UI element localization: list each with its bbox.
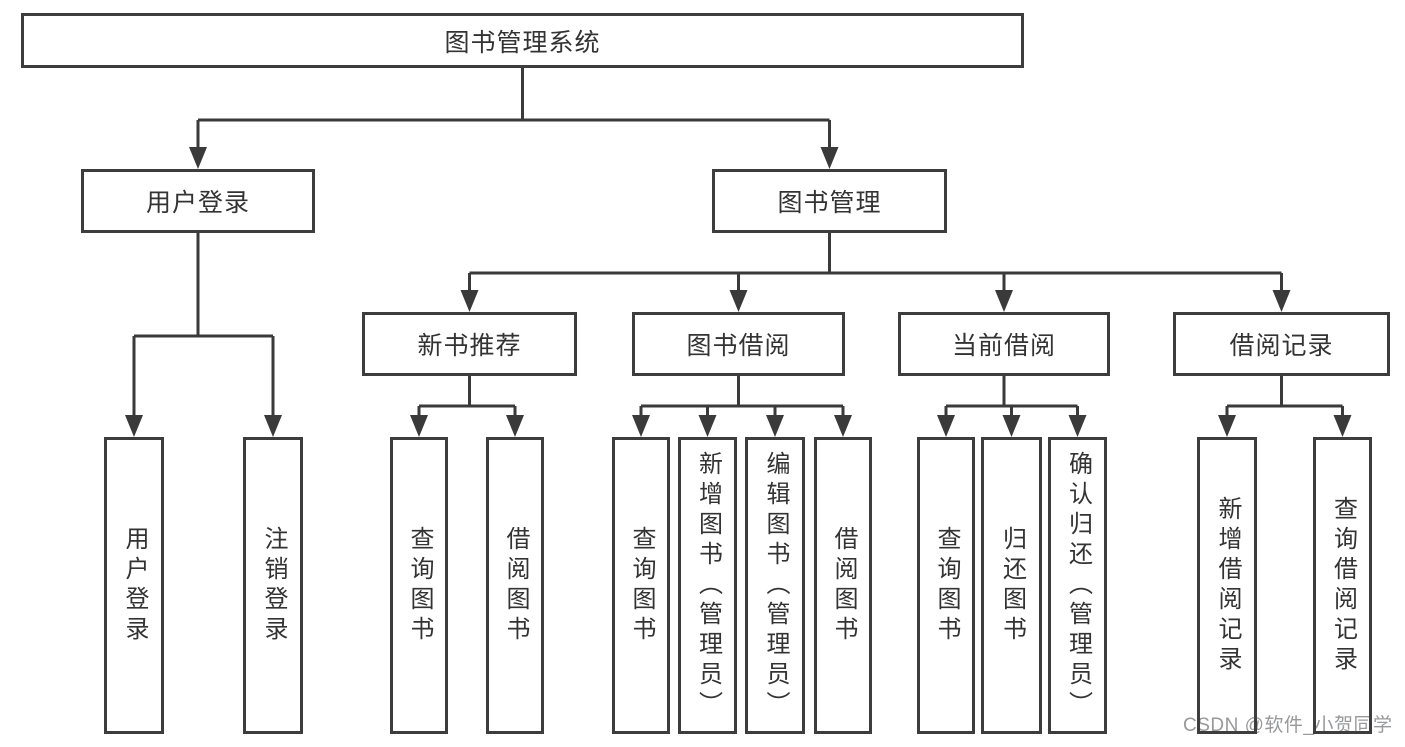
node-label: 查询图书 <box>933 525 960 646</box>
node-cur-borrow: 当前借阅 <box>898 312 1110 376</box>
node-user-login: 用户登录 <box>81 169 315 233</box>
node-book-borrow: 图书借阅 <box>632 312 845 376</box>
arrowhead-icon <box>410 415 428 437</box>
arrowhead-icon <box>1272 290 1291 312</box>
arrowhead-icon <box>632 415 650 437</box>
node-bb-edit: 编辑图书（管理员） <box>745 437 805 734</box>
node-label: 新增借阅记录 <box>1214 495 1241 676</box>
arrowhead-icon <box>189 147 207 169</box>
node-bb-query: 查询图书 <box>612 437 670 734</box>
node-label: 查询借阅记录 <box>1329 495 1357 676</box>
node-label: 图书管理 <box>777 189 882 217</box>
node-label: 新增图书（管理员） <box>694 450 722 721</box>
arrowhead-icon <box>729 290 748 312</box>
node-label: 注销登录 <box>260 525 287 646</box>
node-br-query: 查询借阅记录 <box>1313 437 1372 734</box>
node-ul-login: 用户登录 <box>104 437 164 734</box>
node-root: 图书管理系统 <box>21 13 1024 68</box>
arrowhead-icon <box>506 415 524 437</box>
node-bb-add: 新增图书（管理员） <box>678 437 737 734</box>
arrowhead-icon <box>698 415 717 437</box>
node-br-add: 新增借阅记录 <box>1197 437 1257 734</box>
watermark: CSDN @软件_小贺同学 <box>1183 715 1393 736</box>
node-cb-return: 归还图书 <box>981 437 1042 734</box>
node-bb-borrow: 借阅图书 <box>814 437 872 734</box>
node-label: 图书管理系统 <box>444 28 601 57</box>
node-label: 当前借阅 <box>951 332 1056 360</box>
arrowhead-icon <box>766 415 784 437</box>
node-nb-borrow: 借阅图书 <box>486 437 544 734</box>
node-label: 新书推荐 <box>417 332 522 360</box>
node-label: 确认归还（管理员） <box>1064 450 1092 721</box>
node-label: 图书借阅 <box>686 332 791 360</box>
node-label: 查询图书 <box>406 525 433 646</box>
arrowhead-icon <box>460 290 479 312</box>
node-nb-query: 查询图书 <box>390 437 448 734</box>
node-label: 用户登录 <box>121 525 148 646</box>
node-label: 借阅图书 <box>830 525 857 646</box>
node-ul-logout: 注销登录 <box>243 437 303 734</box>
arrowhead-icon <box>1218 415 1236 437</box>
node-borrow-rec: 借阅记录 <box>1173 312 1390 376</box>
arrowhead-icon <box>264 415 282 437</box>
arrowhead-icon <box>1002 415 1021 437</box>
node-label: 借阅图书 <box>502 525 529 646</box>
node-label: 查询图书 <box>628 525 655 646</box>
arrowhead-icon <box>995 290 1013 312</box>
node-label: 归还图书 <box>998 525 1026 646</box>
arrowhead-icon <box>937 415 955 437</box>
node-new-book: 新书推荐 <box>362 312 577 376</box>
node-label: 编辑图书（管理员） <box>762 450 789 721</box>
node-cb-confirm: 确认归还（管理员） <box>1048 437 1107 734</box>
node-label: 借阅记录 <box>1229 332 1334 360</box>
node-cb-query: 查询图书 <box>917 437 975 734</box>
node-book-mgmt: 图书管理 <box>712 169 947 233</box>
arrowhead-icon <box>1068 415 1087 437</box>
node-label: 用户登录 <box>145 189 250 217</box>
arrowhead-icon <box>820 147 839 169</box>
arrowhead-icon <box>834 415 852 437</box>
arrowhead-icon <box>1333 415 1352 437</box>
arrowhead-icon <box>125 415 143 437</box>
